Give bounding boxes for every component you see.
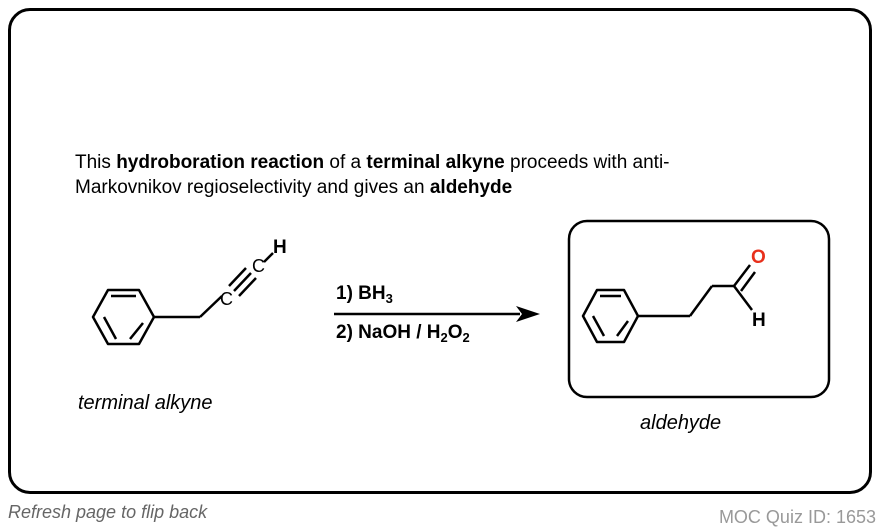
bold-terminal-alkyne: terminal alkyne: [366, 152, 505, 173]
product-benzene-ring: [581, 288, 640, 344]
bold-hydroboration: hydroboration reaction: [116, 152, 325, 173]
product-aldehyde-chain: [638, 264, 757, 318]
bold-aldehyde: aldehyde: [429, 177, 513, 198]
reagent-step-2: 2) NaOH / H2O2: [336, 322, 470, 345]
alkyne-carbon-2: C: [252, 256, 265, 276]
aldehyde-hydrogen: H: [752, 310, 766, 331]
reactant-benzene-ring: [91, 288, 156, 346]
alkyne-carbon-1: C: [220, 289, 233, 309]
product-box: [567, 219, 831, 399]
question-description: This hydroboration reaction of a termina…: [75, 152, 670, 198]
refresh-hint: Refresh page to flip back: [8, 502, 208, 522]
reactant-caption: terminal alkyne: [78, 392, 213, 414]
aldehyde-oxygen: O: [751, 247, 766, 268]
reagent-step-1: 1) BH3: [336, 283, 393, 306]
reactant-alkyne-chain: [154, 252, 274, 319]
alkyne-hydrogen: H: [273, 237, 287, 258]
quiz-card: [8, 8, 872, 494]
quiz-id: MOC Quiz ID: 1653: [718, 507, 876, 527]
product-caption: aldehyde: [640, 412, 722, 434]
reaction-arrow: [334, 306, 540, 322]
